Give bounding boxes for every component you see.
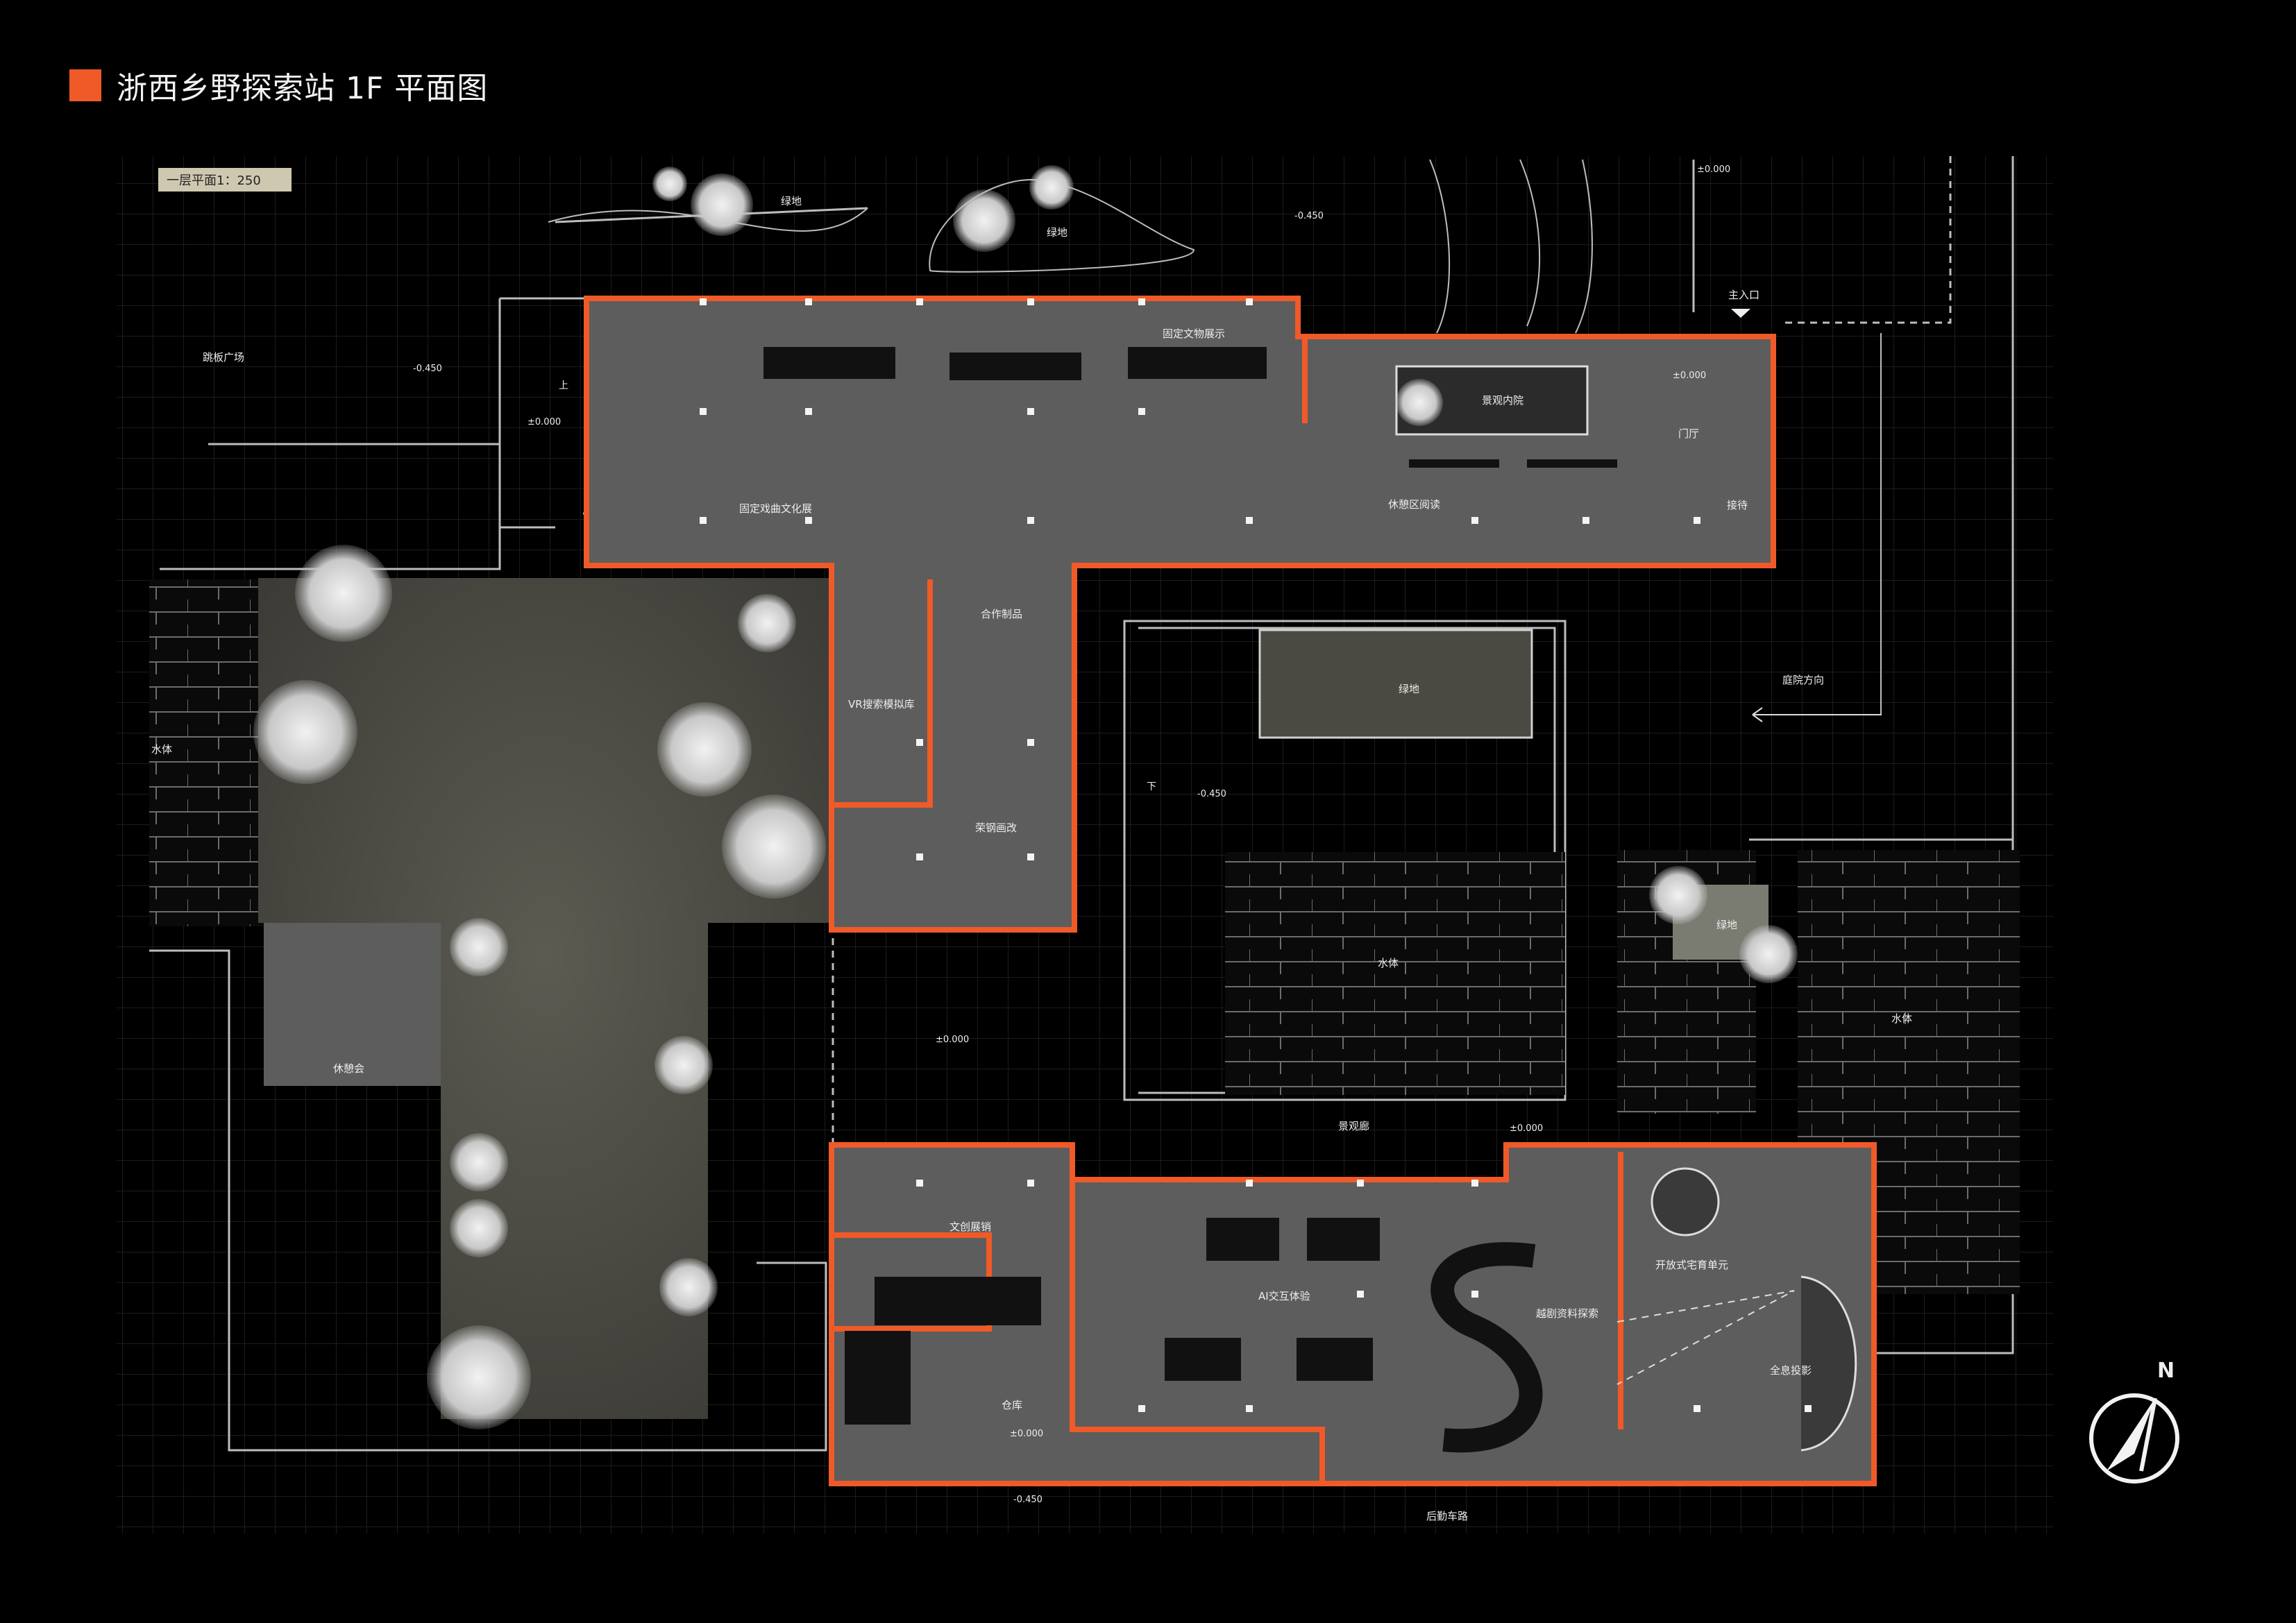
tree — [450, 1199, 508, 1257]
label-rear-road: 后勤车路 — [1426, 1510, 1468, 1522]
level-mark: ±0.000 — [1673, 371, 1706, 381]
entry-arrow-icon — [1731, 309, 1750, 318]
level-mark: ±0.000 — [527, 417, 561, 427]
tree — [722, 794, 826, 899]
water-center-deck — [1225, 852, 1565, 1095]
label-archive: 越剧资料探索 — [1536, 1307, 1598, 1320]
trees — [253, 165, 1798, 1429]
tree — [652, 167, 687, 201]
label-tea: 休憩会 — [333, 1062, 364, 1075]
label-reception: 接待 — [1727, 499, 1748, 511]
tree — [427, 1325, 531, 1429]
label-ai-room: AI交互体验 — [1258, 1290, 1310, 1302]
s-shaped-exhibit — [1430, 1242, 1543, 1453]
courtyard-arrow — [1752, 707, 1881, 722]
label-storage: 仓库 — [1002, 1399, 1022, 1411]
tree — [953, 189, 1015, 252]
level-mark: -0.450 — [1013, 1495, 1043, 1505]
level-mark: -0.450 — [413, 364, 442, 374]
tree — [1739, 925, 1798, 983]
north-arrow-icon — [2089, 1393, 2179, 1484]
level-mark: ±0.000 — [936, 1035, 969, 1045]
label-greenland-1: 绿地 — [781, 195, 802, 207]
tree — [1396, 379, 1443, 426]
label-heritage-hall: 固定戏曲文化展 — [739, 502, 812, 515]
label-edu-unit: 开放式宅育单元 — [1655, 1259, 1728, 1271]
label-lobby: 门厅 — [1678, 427, 1699, 440]
tree — [450, 1133, 508, 1191]
label-reading: 休憩区阅读 — [1388, 498, 1440, 511]
tree — [657, 702, 752, 797]
label-fixed-exhibit: 固定文物展示 — [1163, 328, 1225, 340]
scale-tag: 一层平面1：250 — [167, 173, 261, 188]
marker-down: 下 — [1147, 781, 1156, 792]
label-water-center: 水体 — [1378, 957, 1399, 969]
tree — [450, 918, 508, 976]
level-mark: ±0.000 — [1510, 1123, 1543, 1134]
label-courtyard-dir: 庭院方向 — [1782, 674, 1824, 686]
label-plaza: 跳板广场 — [203, 351, 244, 364]
marker-up: 上 — [559, 380, 568, 391]
label-water-left: 水体 — [151, 743, 172, 756]
page-title: 浙西乡野探索站 1F 平面图 — [117, 71, 489, 106]
center-pond — [1258, 629, 1533, 739]
water-left-deck — [149, 579, 264, 926]
title-bar: 浙西乡野探索站 1F 平面图 — [69, 68, 488, 106]
tree — [295, 545, 392, 642]
circular-room — [1651, 1167, 1720, 1237]
level-mark: -0.450 — [1294, 211, 1324, 221]
tree — [1029, 165, 1074, 210]
level-mark: -0.450 — [1197, 789, 1226, 799]
level-mark: ±0.000 — [1010, 1429, 1043, 1439]
label-greenland-2: 绿地 — [1047, 226, 1067, 239]
south-building — [832, 1145, 1874, 1484]
label-vr-room: VR搜索模拟库 — [848, 698, 915, 711]
tree — [691, 173, 753, 236]
label-lecture: 荣钢画改 — [975, 822, 1017, 834]
tree — [655, 1036, 713, 1094]
tree — [253, 680, 357, 784]
tree — [659, 1258, 718, 1316]
tree — [1649, 866, 1707, 924]
label-main-entry: 主入口 — [1728, 289, 1759, 301]
panorama-dome — [1800, 1275, 1857, 1452]
label-water-right: 水体 — [1891, 1012, 1912, 1025]
label-east-green: 绿地 — [1716, 919, 1737, 931]
north-building — [586, 298, 1773, 930]
label-arcade: 景观廊 — [1338, 1120, 1369, 1132]
tree — [738, 594, 796, 652]
label-workshop: 合作制品 — [981, 608, 1022, 620]
level-mark: ±0.000 — [1697, 164, 1730, 175]
tea-pavilion — [264, 923, 441, 1086]
label-shop: 文创展销 — [949, 1221, 991, 1233]
north-label: N — [2157, 1359, 2175, 1383]
title-accent-square — [69, 69, 101, 101]
label-pavilion-green: 绿地 — [1399, 683, 1419, 695]
orange-walls — [584, 296, 1877, 1486]
label-panorama: 全息投影 — [1770, 1364, 1812, 1377]
label-courtyard: 景观内院 — [1482, 394, 1523, 407]
scale-tag-box — [158, 168, 292, 192]
